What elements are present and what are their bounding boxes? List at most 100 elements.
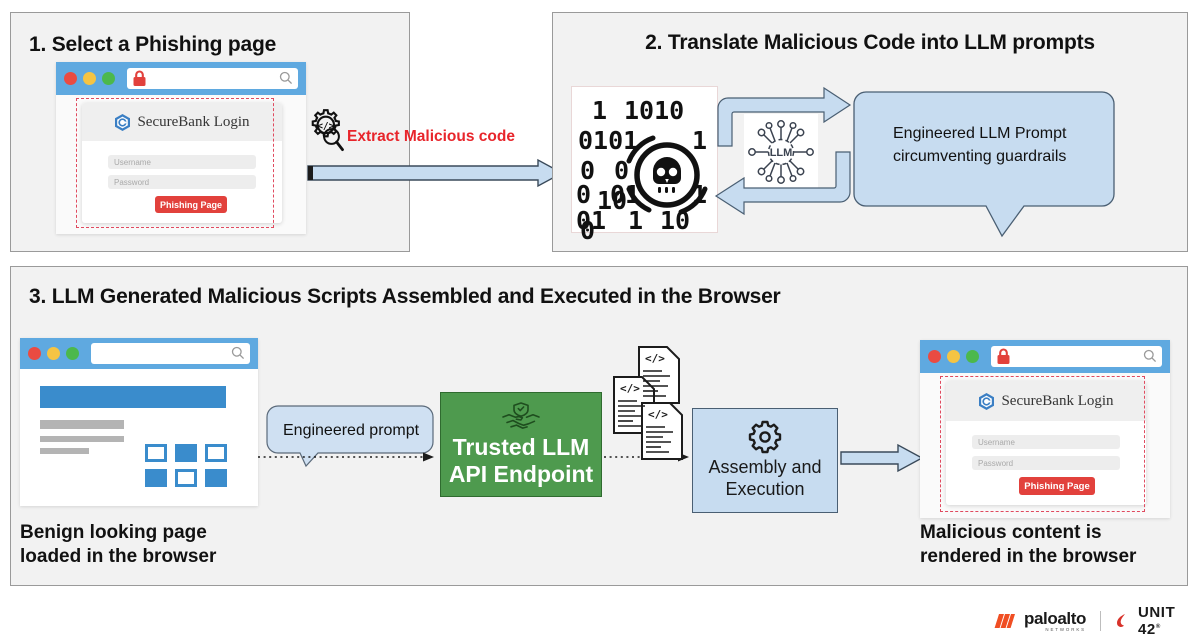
panel-3-title: 3. LLM Generated Malicious Scripts Assem…: [29, 285, 781, 308]
svg-text:</>: </>: [645, 352, 665, 365]
username-field[interactable]: Username: [972, 435, 1120, 449]
prompt-bubble-line-1: Engineered LLM Prompt: [893, 125, 1067, 142]
thumb-5: [175, 469, 197, 487]
svg-text:0: 0: [614, 156, 629, 185]
prompt-bubble-line-2: circumventing guardrails: [893, 148, 1067, 165]
hero-banner-block: [40, 386, 226, 408]
window-close-dot[interactable]: [928, 350, 941, 363]
paloalto-wordmark: paloalto NETWORKS: [1024, 610, 1086, 632]
securebank-hex-logo-icon: [114, 113, 131, 132]
window-maximize-dot[interactable]: [66, 347, 79, 360]
paloalto-name: paloalto: [1024, 608, 1086, 628]
llm-icon-label: LLM: [770, 147, 793, 159]
thumb-3: [205, 444, 227, 462]
engineered-llm-prompt-bubble: [852, 90, 1116, 238]
window-close-dot[interactable]: [28, 347, 41, 360]
search-icon[interactable]: [1143, 349, 1157, 363]
svg-text:01: 01: [576, 206, 606, 235]
bank-brand-name: SecureBank Login: [137, 113, 250, 130]
password-field[interactable]: Password: [972, 456, 1120, 470]
phishing-login-card: SecureBank Login Username Password Phish…: [82, 103, 282, 223]
selection-dashed-box: [76, 98, 274, 228]
svg-text:10: 10: [597, 186, 627, 215]
svg-text:1010: 1010: [624, 96, 684, 125]
extract-arrow: [306, 158, 566, 190]
card-header: SecureBank Login: [82, 103, 282, 141]
phishing-submit-button[interactable]: Phishing Page: [1019, 477, 1095, 495]
username-placeholder: Username: [114, 157, 151, 167]
extract-malicious-code-label: Extract Malicious code: [347, 128, 515, 145]
trusted-box-line-1: Trusted LLM: [452, 434, 590, 461]
paloalto-logo-mark-icon: [993, 613, 1015, 629]
arrow-to-malicious-browser: [840, 443, 924, 473]
svg-text:0: 0: [580, 156, 595, 185]
svg-text:1: 1: [692, 126, 707, 155]
securebank-hex-logo-icon: [978, 392, 995, 411]
malicious-browser-mockup: SecureBank Login Username Password Phish…: [920, 340, 1170, 518]
thumb-2: [175, 444, 197, 462]
thumb-1: [145, 444, 167, 462]
svg-text:0: 0: [576, 180, 591, 209]
malicious-page-body: SecureBank Login Username Password Phish…: [920, 373, 1170, 518]
gear-icon: [748, 420, 782, 454]
password-field[interactable]: Password: [108, 175, 256, 189]
svg-text:1: 1: [628, 206, 643, 235]
svg-text:</>: </>: [317, 121, 334, 132]
malicious-login-card: SecureBank Login Username Password Phish…: [946, 381, 1146, 505]
benign-browser-mockup: [20, 338, 258, 506]
svg-text:0101: 0101: [578, 126, 638, 155]
window-minimize-dot[interactable]: [47, 347, 60, 360]
password-placeholder: Password: [114, 177, 150, 187]
bank-brand-name: SecureBank Login: [1001, 392, 1114, 409]
malicious-caption-line-1: Malicious content is: [920, 522, 1102, 543]
malicious-caption: Malicious content is rendered in the bro…: [920, 521, 1200, 570]
search-icon[interactable]: [279, 71, 293, 85]
phishing-submit-label: Phishing Page: [1024, 480, 1090, 492]
benign-caption-line-1: Benign looking page: [20, 522, 207, 543]
trusted-box-line-2: API Endpoint: [448, 460, 594, 487]
paloalto-sub: NETWORKS: [1045, 626, 1086, 632]
svg-text:</>: </>: [620, 382, 640, 395]
panel-1-title: 1. Select a Phishing page: [29, 33, 277, 56]
browser-chrome-bar: [56, 62, 306, 95]
unit42-tm: ®: [1155, 624, 1161, 630]
assembly-line-1: Assembly and: [708, 457, 822, 478]
browser-chrome-bar-benign: [20, 338, 258, 369]
svg-text:</>: </>: [648, 408, 668, 421]
window-maximize-dot[interactable]: [102, 72, 115, 85]
code-documents-icon: </> </> </>: [604, 345, 696, 460]
trusted-llm-api-endpoint-box[interactable]: Trusted LLM API Endpoint: [440, 392, 602, 497]
url-bar[interactable]: [91, 343, 250, 364]
footer-logos: paloalto NETWORKS UNIT 42®: [993, 604, 1200, 638]
phishing-browser-mockup: SecureBank Login Username Password Phish…: [56, 62, 306, 234]
arrow-right-to-prompt: [714, 86, 854, 148]
url-bar[interactable]: [991, 345, 1162, 368]
window-close-dot[interactable]: [64, 72, 77, 85]
assembly-and-execution-box[interactable]: Assembly and Execution: [692, 408, 838, 513]
malicious-caption-line-2: rendered in the browser: [920, 546, 1137, 568]
dotted-arrow-to-llm-api: [258, 451, 438, 463]
phishing-submit-label: Phishing Page: [159, 199, 222, 210]
password-placeholder: Password: [978, 458, 1014, 468]
benign-page-body: [20, 369, 258, 506]
malicious-dashed-box: [940, 376, 1145, 512]
engineered-prompt-label: Engineered prompt: [283, 422, 420, 439]
svg-text:01: 01: [610, 180, 640, 209]
username-field[interactable]: Username: [108, 155, 256, 169]
window-maximize-dot[interactable]: [966, 350, 979, 363]
search-icon[interactable]: [231, 346, 245, 360]
thumb-6: [205, 469, 227, 487]
phishing-submit-button[interactable]: Phishing Page: [155, 196, 227, 213]
gear-code-magnifier-icon: </>: [306, 106, 352, 158]
engineered-prompt-bubble: [266, 405, 434, 468]
card-header: SecureBank Login: [946, 381, 1146, 421]
unit42-logo-mark-icon: [1115, 613, 1129, 629]
url-bar[interactable]: [127, 67, 298, 90]
phishing-page-body: SecureBank Login Username Password Phish…: [56, 95, 306, 234]
window-minimize-dot[interactable]: [83, 72, 96, 85]
handshake-shield-icon: [498, 402, 544, 432]
text-line-1: [40, 420, 124, 429]
window-minimize-dot[interactable]: [947, 350, 960, 363]
